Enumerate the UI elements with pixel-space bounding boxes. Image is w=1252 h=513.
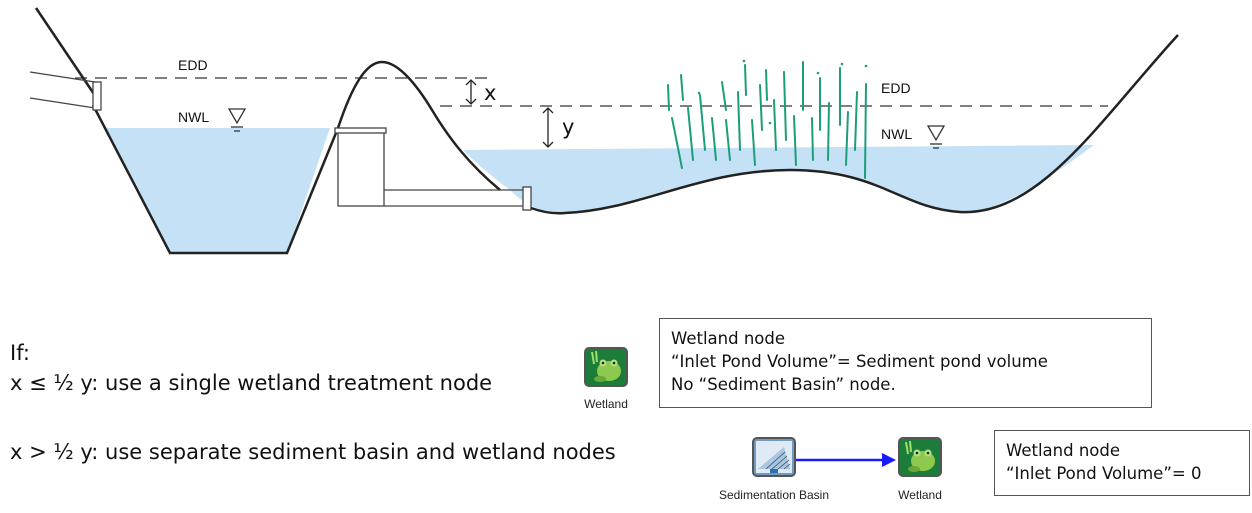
sediment-pond-water <box>104 128 330 253</box>
note-line: Wetland node <box>671 329 786 348</box>
frog-icon <box>591 350 621 382</box>
dimension-arrow-y <box>542 107 554 148</box>
wetland-node-icon-paired[interactable] <box>898 437 942 477</box>
edd-label-left: EDD <box>178 57 208 73</box>
wetland-node-icon[interactable] <box>584 347 628 387</box>
note-box-single-node: Wetland node “Inlet Pond Volume”= Sedime… <box>659 318 1152 408</box>
dimension-arrow-x <box>465 79 477 105</box>
wetland-node-label-paired: Wetland <box>898 488 942 502</box>
rule-single-node: x ≤ ½ y: use a single wetland treatment … <box>10 371 493 395</box>
note-line: No “Sediment Basin” node. <box>671 375 896 394</box>
water-level-symbol-right <box>926 125 946 149</box>
left-bank-line <box>34 7 100 101</box>
berm <box>336 60 501 191</box>
reed-vegetation <box>667 61 867 179</box>
inlet-pipe <box>29 71 102 111</box>
note-box-separate-nodes: Wetland node “Inlet Pond Volume”= 0 <box>994 430 1250 496</box>
wetland-water <box>463 145 1094 213</box>
node-link-arrow <box>796 453 896 467</box>
wetland-node-label: Wetland <box>584 397 628 411</box>
note-line: “Inlet Pond Volume”= Sediment pond volum… <box>671 352 1048 371</box>
reed-seed-dots <box>697 59 868 125</box>
sedimentation-basin-node-icon[interactable] <box>752 437 796 477</box>
note-line: Wetland node <box>1006 441 1121 460</box>
outlet-structure <box>334 127 532 211</box>
sedimentation-basin-node-label: Sedimentation Basin <box>718 488 830 502</box>
if-label: If: <box>10 341 30 365</box>
water-level-symbol-left <box>227 108 247 132</box>
frog-icon <box>905 440 935 472</box>
sedimentation-basin-icon <box>756 441 792 473</box>
rule-separate-nodes: x > ½ y: use separate sediment basin and… <box>10 440 616 464</box>
dimension-label-y: y <box>562 115 574 139</box>
nwl-label-left: NWL <box>178 109 209 125</box>
sediment-pond-outline <box>91 104 340 255</box>
dimension-label-x: x <box>484 81 496 105</box>
note-line: “Inlet Pond Volume”= 0 <box>1006 464 1202 483</box>
edd-label-right: EDD <box>881 80 911 96</box>
nwl-label-right: NWL <box>881 126 912 142</box>
wetland-bed <box>530 34 1179 215</box>
